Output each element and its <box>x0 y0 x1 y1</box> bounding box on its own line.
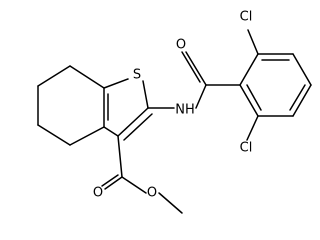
ester-oxygen-label: O <box>147 186 157 201</box>
sulfur-atom-label: S <box>133 68 141 83</box>
thiophene-ring <box>103 78 153 141</box>
chlorine-bottom-label: Cl <box>240 141 253 156</box>
amine-nh-label: NH <box>175 103 195 118</box>
amide-oxygen-label: O <box>176 38 186 53</box>
ester-carbonyl-oxygen-label: O <box>93 186 103 201</box>
dichlorophenyl-ring <box>239 29 312 141</box>
structure-canvas: S NH O O O Cl Cl <box>37 9 312 214</box>
chlorine-top-label: Cl <box>240 10 253 25</box>
molecule-drawing: S NH O O O Cl Cl <box>37 10 312 214</box>
methyl-ester <box>101 135 183 214</box>
amide-linkage <box>147 51 241 109</box>
cyclohexane-ring <box>37 65 105 146</box>
